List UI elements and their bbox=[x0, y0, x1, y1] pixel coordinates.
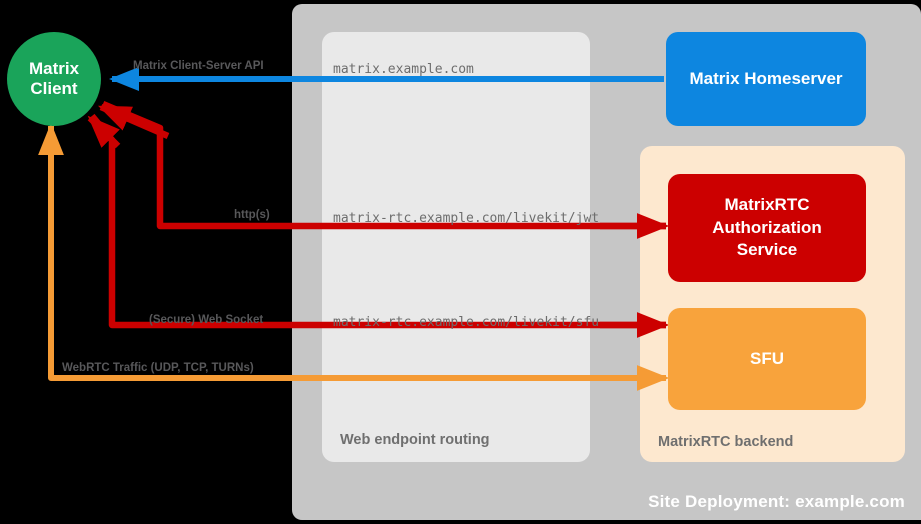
auth-service-label-line2: Authorization bbox=[712, 217, 822, 237]
site-deployment-label: Site Deployment: example.com bbox=[648, 492, 905, 511]
endpoint-label-matrix-example-com: matrix.example.com bbox=[333, 62, 474, 77]
sfu-label: SFU bbox=[750, 349, 784, 368]
node-sfu[interactable]: SFU bbox=[668, 308, 866, 410]
wire-webrtc-traffic bbox=[38, 122, 670, 391]
endpoint-label-livekit-sfu: matrix-rtc.example.com/livekit/sfu bbox=[333, 315, 600, 330]
web-endpoint-routing-panel: Web endpoint routing bbox=[322, 32, 590, 462]
protocol-label-https: http(s) bbox=[234, 209, 270, 221]
node-matrixrtc-authorization-service[interactable]: MatrixRTC Authorization Service bbox=[668, 174, 866, 282]
node-matrix-homeserver[interactable]: Matrix Homeserver bbox=[666, 32, 866, 126]
matrix-client-label-line1: Matrix bbox=[28, 58, 80, 78]
wire-https-jwt bbox=[98, 101, 670, 239]
protocol-label-webrtc-traffic: WebRTC Traffic (UDP, TCP, TURNs) bbox=[62, 362, 254, 374]
endpoint-label-livekit-jwt: matrix-rtc.example.com/livekit/jwt bbox=[333, 211, 600, 226]
wire-secure-websocket bbox=[87, 113, 670, 338]
auth-service-label-line1: MatrixRTC bbox=[724, 195, 810, 215]
matrixrtc-backend-label: MatrixRTC backend bbox=[658, 434, 794, 450]
node-matrix-client[interactable]: Matrix Client bbox=[7, 32, 101, 126]
matrix-client-label-line2: Client bbox=[30, 79, 78, 98]
protocol-label-matrix-client-server-api: Matrix Client-Server API bbox=[133, 60, 264, 72]
web-endpoint-routing-label: Web endpoint routing bbox=[340, 432, 490, 448]
matrix-homeserver-label: Matrix Homeserver bbox=[689, 69, 843, 88]
protocol-label-secure-websocket: (Secure) Web Socket bbox=[149, 314, 264, 326]
auth-service-label-line3: Service bbox=[736, 240, 798, 260]
